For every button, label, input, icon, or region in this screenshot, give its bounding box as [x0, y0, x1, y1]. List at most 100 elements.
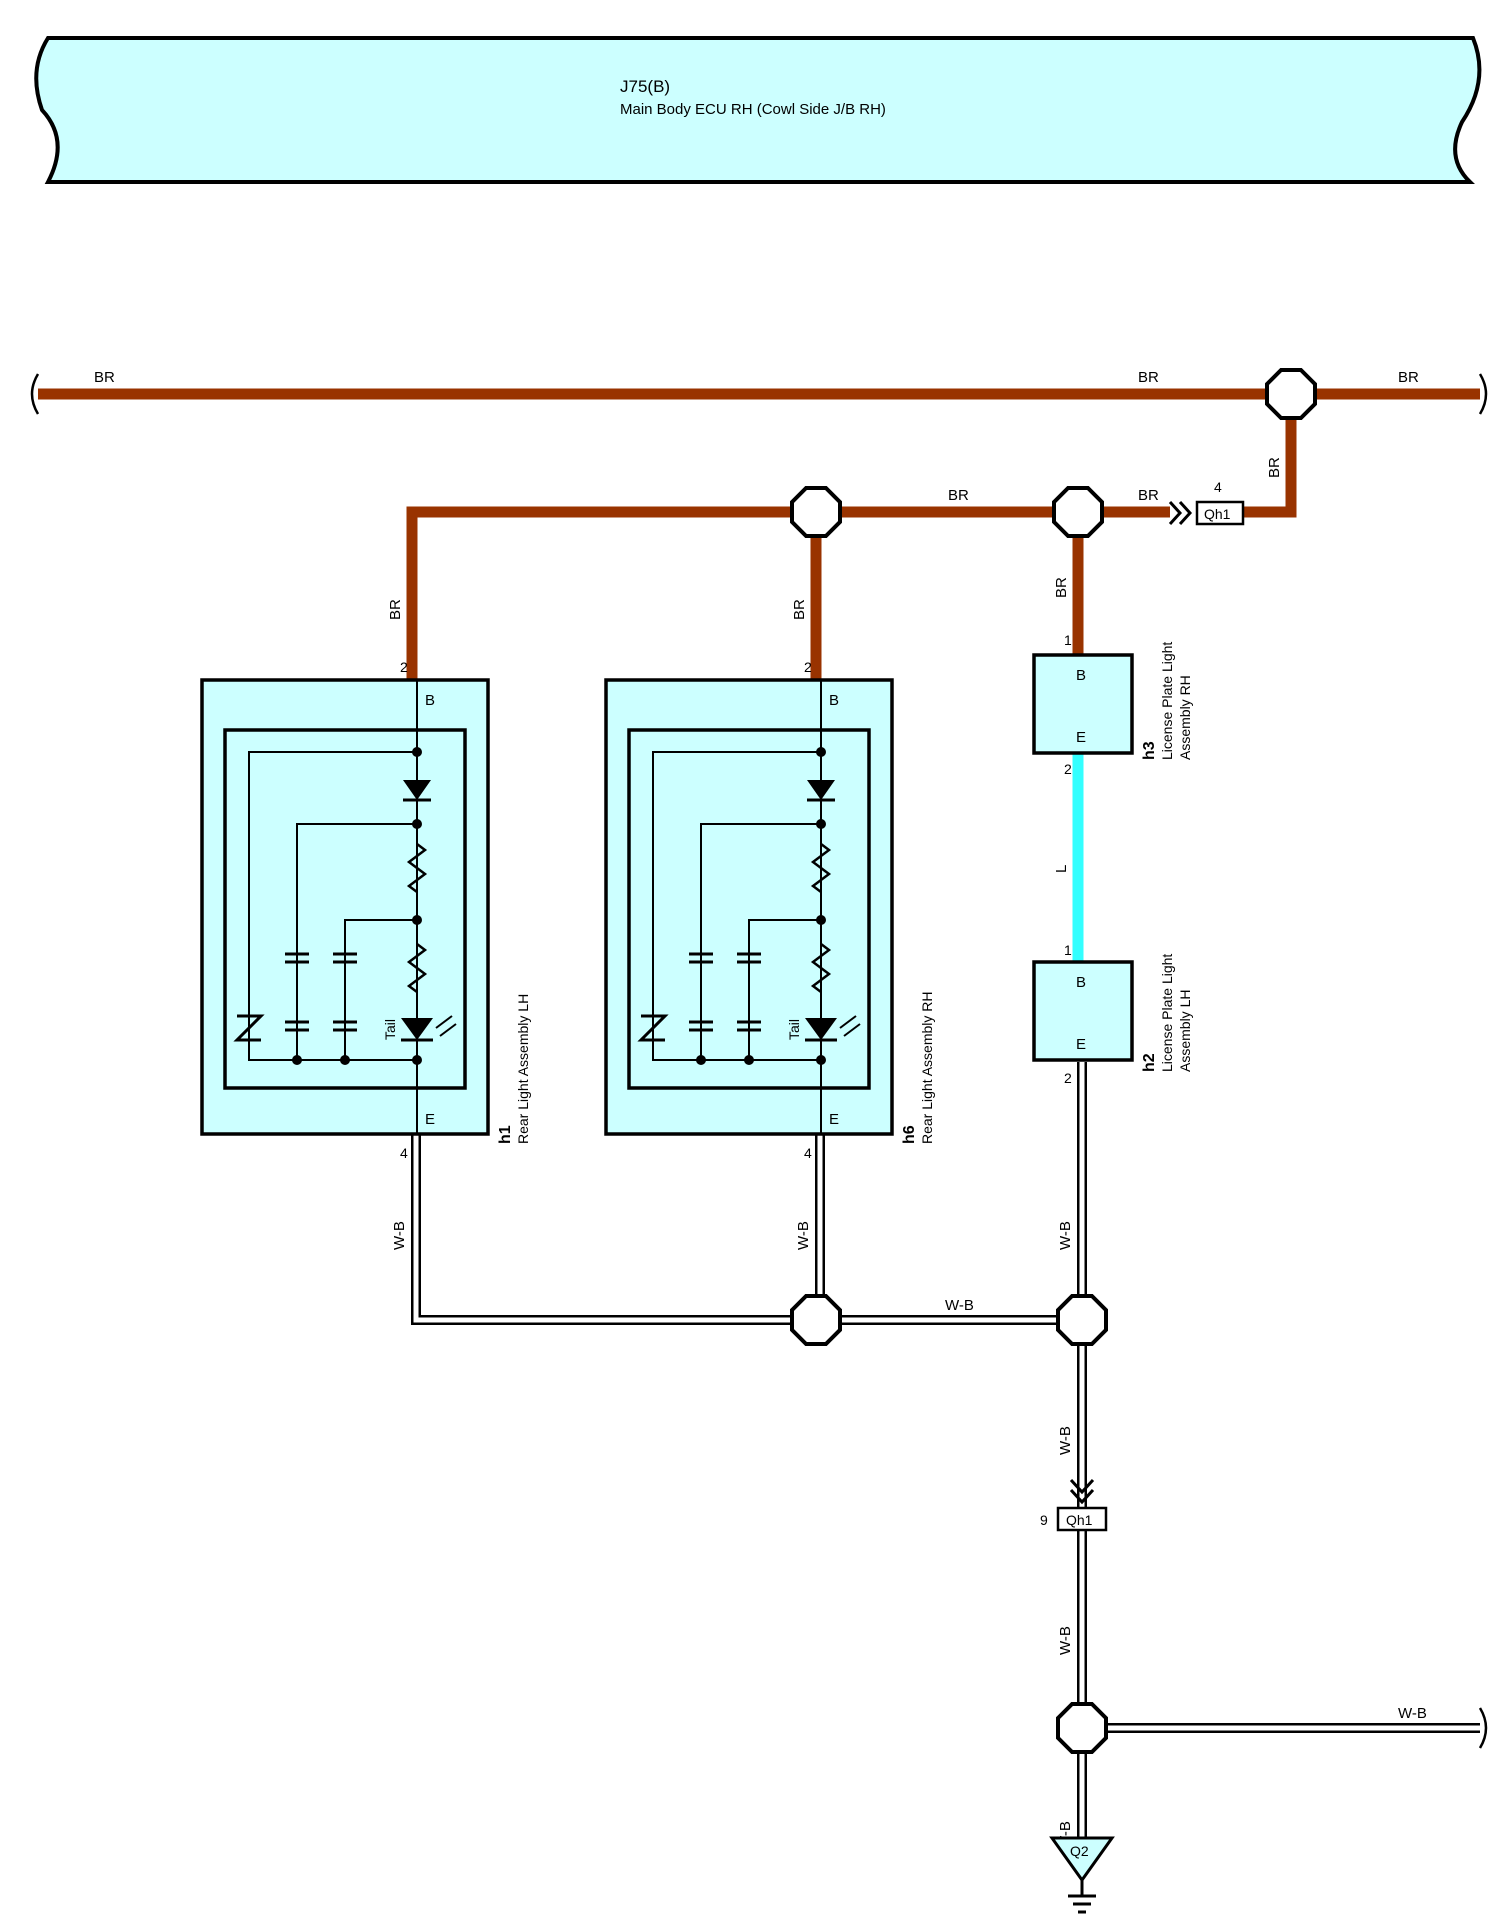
h6-terminal-e: E: [829, 1111, 839, 1128]
wire-label-br-5: BR: [948, 487, 969, 504]
h2-name-line2: Assembly LH: [1177, 990, 1193, 1072]
h6-node: [816, 747, 826, 757]
h1-tvs-icon: [233, 1014, 265, 1042]
h6-pin-top: 2: [804, 659, 812, 675]
h6-name: Rear Light Assembly RH: [919, 991, 935, 1144]
h1-led-icon: [401, 1018, 433, 1040]
junction-node: [1265, 368, 1317, 420]
connector-qh1-top-id: Qh1: [1204, 506, 1231, 522]
br-branch: [406, 506, 1170, 680]
h6-node: [816, 915, 826, 925]
h2-outline: [1032, 960, 1134, 1062]
bus-break-left: [30, 373, 40, 415]
junctions: [790, 368, 1317, 1754]
junction-node: [790, 486, 842, 538]
h6-node: [744, 1055, 754, 1065]
ground-triangle: [1049, 1836, 1115, 1883]
component-h1: Tail B E 2 4 h1 Rear Light Assembly LH: [200, 659, 531, 1161]
h6-led-ray2: [843, 1023, 861, 1037]
h2-terminal-e: E: [1076, 1036, 1086, 1053]
h1-diode-icon: [403, 780, 431, 800]
ecu-outline: [34, 36, 1482, 184]
connector-qh1-bottom-id: Qh1: [1066, 1512, 1093, 1528]
h6-tvs-loop: [652, 751, 821, 1061]
h2-id: h2: [1141, 1053, 1158, 1072]
br-drop-to-qh1: [1243, 394, 1297, 518]
ecu-id: J75(B): [620, 77, 670, 96]
ground-id: Q2: [1070, 1843, 1089, 1859]
h1-resistor2-icon: [406, 943, 428, 993]
h1-terminal-e: E: [425, 1111, 435, 1128]
h6-resistor1-icon: [810, 843, 832, 893]
component-h2: B E 1 2 h2 License Plate Light Assembly …: [1032, 942, 1193, 1086]
h1-node: [340, 1055, 350, 1065]
h1-cap2-wire: [344, 919, 417, 1060]
connector-arrow-1: [1168, 500, 1183, 526]
h6-terminal-b: B: [829, 692, 839, 709]
h6-cap1-wire: [700, 823, 821, 1060]
h1-outline: [200, 678, 490, 1136]
wb-h1-outer: [411, 1128, 816, 1325]
wire-label-wb-2: W-B: [795, 1221, 812, 1250]
h1-tvs-loop: [248, 751, 417, 1061]
h6-inner-frame: [627, 728, 871, 1090]
h6-led-ray1: [839, 1015, 857, 1029]
h1-node: [412, 915, 422, 925]
wb-break-right: [1478, 1707, 1488, 1749]
component-h6: Tail B E 2 4 h6 Rear Light Assembly RH: [604, 659, 935, 1161]
h3-terminal-e: E: [1076, 729, 1086, 746]
h2-terminal-b: B: [1076, 974, 1086, 991]
wire-label-br-9: BR: [1053, 577, 1070, 598]
wire-label-br-2: BR: [1138, 369, 1159, 386]
junction-node: [1056, 1702, 1108, 1754]
bus-break-right: [1478, 373, 1488, 415]
h3-name-line1: License Plate Light: [1159, 642, 1175, 760]
h3-pin-bottom: 2: [1064, 761, 1072, 777]
h1-led-ray2: [439, 1023, 457, 1037]
connector-arrow-4: [1069, 1488, 1095, 1505]
h1-node: [292, 1055, 302, 1065]
h6-resistor2-icon: [810, 943, 832, 993]
h3-name-line2: Assembly RH: [1177, 675, 1193, 760]
component-h3: B E 1 2 h3 License Plate Light Assembly …: [1032, 632, 1193, 777]
h6-diode-icon: [807, 780, 835, 800]
h6-node: [696, 1055, 706, 1065]
h1-terminal-b: B: [425, 692, 435, 709]
h1-id: h1: [497, 1125, 514, 1144]
h1-led-ray1: [435, 1015, 453, 1029]
connector-qh1-top-pin: 4: [1214, 479, 1222, 495]
h2-pin-bottom: 2: [1064, 1070, 1072, 1086]
wire-label-br-6: BR: [1138, 487, 1159, 504]
br-bus: BR BR BR: [30, 369, 1488, 415]
h6-node: [816, 1055, 826, 1065]
wb-wires: [411, 1062, 1488, 1860]
h1-pin-top: 2: [400, 659, 408, 675]
ecu-name: Main Body ECU RH (Cowl Side J/B RH): [620, 101, 886, 118]
wire-label-br-1: BR: [94, 369, 115, 386]
junction-node: [1052, 486, 1104, 538]
wb-h1-inner: [413, 1128, 816, 1323]
h1-node: [412, 747, 422, 757]
h3-terminal-b: B: [1076, 667, 1086, 684]
h6-tvs-icon: [637, 1014, 669, 1042]
wire-label-br-4: BR: [1266, 457, 1283, 478]
h6-outline: [604, 678, 894, 1136]
wire-label-wb-1: W-B: [391, 1221, 408, 1250]
wire-label-wb-6: W-B: [1057, 1626, 1074, 1655]
h1-pin-bottom: 4: [400, 1145, 408, 1161]
h1-resistor1-icon: [406, 843, 428, 893]
h6-led-icon: [805, 1018, 837, 1040]
wire-label-wb-5: W-B: [1057, 1426, 1074, 1455]
wire-label-br-3: BR: [1398, 369, 1419, 386]
junction-node: [790, 1294, 842, 1346]
h2-name-line1: License Plate Light: [1159, 954, 1175, 1072]
h1-node: [412, 819, 422, 829]
ground-q2: Q2: [1049, 1836, 1115, 1914]
h3-pin-top: 1: [1064, 632, 1072, 648]
connector-arrow-3: [1069, 1478, 1095, 1495]
h1-name: Rear Light Assembly LH: [515, 994, 531, 1144]
connector-arrow-2: [1178, 500, 1193, 526]
wire-label-wb-7: W-B: [1398, 1705, 1427, 1722]
h6-cap2-wire: [748, 919, 821, 1060]
